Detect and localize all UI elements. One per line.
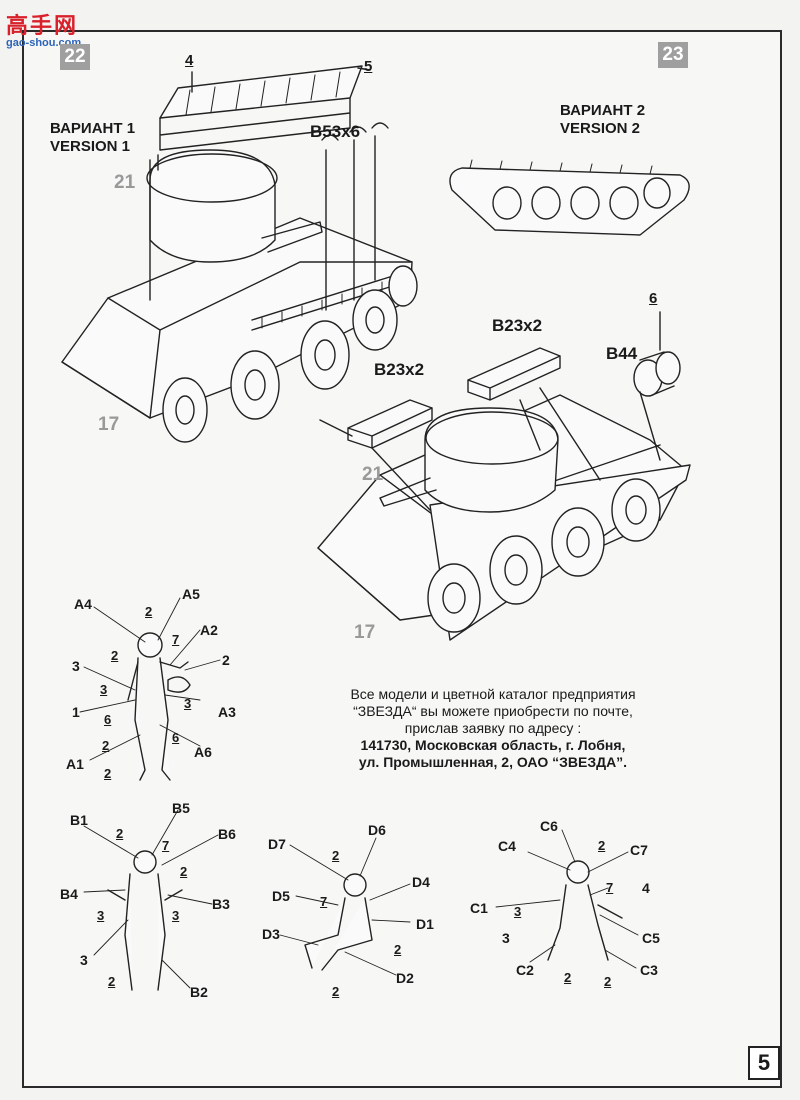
paint-code-a-2d: 2: [104, 766, 112, 781]
paint-code-b-3a: 3: [97, 908, 105, 923]
info-line-3: прислав заявку по адресу :: [404, 720, 582, 736]
info-line-5: ул. Промышленная, 2, ОАО “ЗВЕЗДА”.: [358, 754, 628, 770]
step-ref-17-a: 17: [98, 414, 120, 435]
paint-code-d-7: 7: [320, 894, 328, 909]
paint-code-d-2a: 2: [332, 848, 340, 863]
info-line-1: Все модели и цветной каталог предприятия: [350, 686, 636, 702]
label-d7: D7: [268, 836, 286, 852]
paint-code-c-3: 3: [514, 904, 522, 919]
label-b1: B1: [70, 812, 88, 828]
label-b2: B2: [190, 984, 208, 1000]
paint-code-a-2c: 2: [102, 738, 110, 753]
ordering-info: Все модели и цветной каталог предприятия…: [308, 686, 678, 771]
variant-1-en: VERSION 1: [50, 138, 131, 155]
label-d3: D3: [262, 926, 280, 942]
label-b-3: 3: [80, 952, 88, 968]
step-ref-17-b: 17: [354, 622, 376, 643]
label-d6: D6: [368, 822, 386, 838]
step-ref-21-a: 21: [114, 172, 136, 193]
page-number: 5: [748, 1046, 780, 1080]
paint-code-c-7: 7: [606, 880, 614, 895]
label-c5: C5: [642, 930, 660, 946]
part-label-6: 6: [649, 290, 658, 307]
info-line-4: 141730, Московская область, г. Лобня,: [360, 737, 626, 753]
label-a2: A2: [200, 622, 218, 638]
step-number-23: 23: [658, 42, 688, 68]
part-label-5: 5: [364, 58, 373, 75]
label-d1: D1: [416, 916, 434, 932]
paint-code-a-3b: 3: [184, 696, 192, 711]
label-b5: B5: [172, 800, 190, 816]
variant-1-ru: ВАРИАНТ 1: [50, 120, 136, 137]
paint-code-a-7: 7: [172, 632, 180, 647]
label-b3: B3: [212, 896, 230, 912]
paint-code-a-2b: 2: [111, 648, 119, 663]
paint-code-a-6a: 6: [104, 712, 112, 727]
label-c1: C1: [470, 900, 488, 916]
variant-2-ru: ВАРИАНТ 2: [560, 102, 646, 119]
paint-code-b-7: 7: [162, 838, 170, 853]
paint-code-b-2c: 2: [108, 974, 116, 989]
label-d4: D4: [412, 874, 430, 890]
part-label-b23-right: B23x2: [492, 316, 543, 335]
label-c4: C4: [498, 838, 516, 854]
step-ref-21-b: 21: [362, 464, 384, 485]
watermark-logo: 高手网: [6, 13, 79, 38]
variant-1-title: ВАРИАНТ 1 VERSION 1: [50, 120, 135, 156]
label-a-2-right: 2: [222, 652, 230, 668]
paint-code-b-3b: 3: [172, 908, 180, 923]
label-c-4: 4: [642, 880, 650, 896]
variant-2-en: VERSION 2: [560, 120, 641, 137]
label-a-1: 1: [72, 704, 80, 720]
part-label-b53: B53x6: [310, 122, 361, 141]
paint-code-d-2b: 2: [394, 942, 402, 957]
paint-code-a-2a: 2: [145, 604, 153, 619]
label-a6: A6: [194, 744, 212, 760]
paint-code-a-6b: 6: [172, 730, 180, 745]
label-a1: A1: [66, 756, 84, 772]
paint-code-a-3a: 3: [100, 682, 108, 697]
label-c7: C7: [630, 842, 648, 858]
label-a4: A4: [74, 596, 92, 612]
label-d2: D2: [396, 970, 414, 986]
paint-code-d-2c: 2: [332, 984, 340, 999]
label-a3: A3: [218, 704, 236, 720]
label-b6: B6: [218, 826, 236, 842]
label-c-3: 3: [502, 930, 510, 946]
info-line-2: “ЗВЕЗДА“ вы можете приобрести по почте,: [353, 703, 633, 719]
paint-code-c-2c: 2: [604, 974, 612, 989]
label-d5: D5: [272, 888, 290, 904]
paint-code-c-2a: 2: [598, 838, 606, 853]
label-a-3: 3: [72, 658, 80, 674]
step-number-22: 22: [60, 44, 90, 70]
label-b4: B4: [60, 886, 78, 902]
part-label-b23-left: B23x2: [374, 360, 425, 379]
paint-code-b-2b: 2: [180, 864, 188, 879]
label-c3: C3: [640, 962, 658, 978]
paint-code-b-2a: 2: [116, 826, 124, 841]
label-c6: C6: [540, 818, 558, 834]
part-label-4: 4: [185, 52, 194, 69]
variant-2-title: ВАРИАНТ 2 VERSION 2: [560, 102, 645, 138]
paint-code-c-2b: 2: [564, 970, 572, 985]
part-label-b44: B44: [606, 344, 638, 363]
label-a5: A5: [182, 586, 200, 602]
label-c2: C2: [516, 962, 534, 978]
